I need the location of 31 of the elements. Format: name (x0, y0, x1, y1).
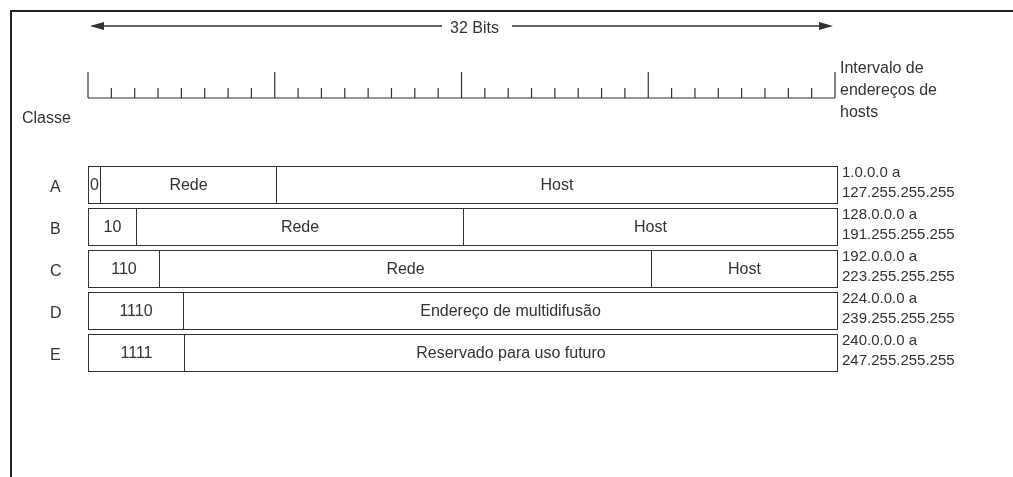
address-format-bar (88, 334, 838, 372)
bit-field: Host (651, 251, 837, 287)
address-range: 192.0.0.0 a 223.255.255.255 (842, 246, 956, 286)
bit-field: 110 (89, 251, 159, 287)
class-letter: C (50, 261, 62, 281)
class-letter: A (50, 177, 61, 197)
class-letter: E (50, 345, 61, 365)
address-format-bar (88, 208, 838, 246)
bit-field: Endereço de multidifusão (183, 293, 837, 329)
bit-field: 10 (89, 209, 136, 245)
bit-field: Rede (100, 167, 276, 203)
bit-field: Rede (136, 209, 463, 245)
class-letter: D (50, 303, 62, 323)
bit-field: Host (463, 209, 837, 245)
address-format-bar (88, 250, 838, 288)
bit-field: 0 (89, 167, 100, 203)
address-format-bar (88, 292, 838, 330)
bit-field: Host (276, 167, 837, 203)
bit-field: Rede (159, 251, 651, 287)
address-range: 224.0.0.0 a 239.255.255.255 (842, 288, 956, 328)
bit-field: 1110 (89, 293, 183, 329)
address-range: 128.0.0.0 a 191.255.255.255 (842, 204, 956, 244)
address-range: 1.0.0.0 a 127.255.255.255 (842, 162, 956, 202)
bit-field: 1111 (89, 335, 184, 371)
bit-field: Reservado para uso futuro (184, 335, 837, 371)
address-format-bar (88, 166, 838, 204)
class-letter: B (50, 219, 61, 239)
column-heading: Intervalo de endereços de hosts (840, 58, 938, 122)
address-range: 240.0.0.0 a 247.255.255.255 (842, 330, 956, 370)
column-heading: Classe (22, 108, 71, 128)
dimension-label: 32 Bits (450, 18, 499, 38)
